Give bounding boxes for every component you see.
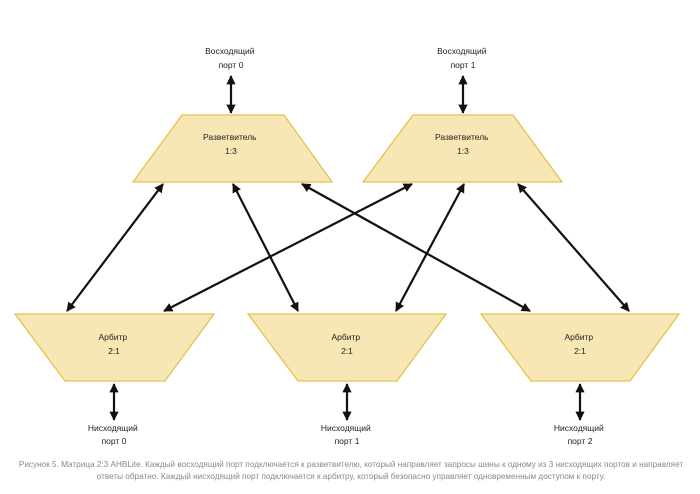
splitter-0: Разветвитель 1:3: [131, 114, 334, 183]
arbiter-2: Арбитр 2:1: [479, 313, 681, 382]
caption-line-1: Рисунок 5. Матрица 2:3 AHBLite. Каждый в…: [18, 460, 684, 469]
link-splitter-0-arbiter-2: [301, 183, 531, 312]
splitter-1-ratio: 1:3: [457, 146, 469, 156]
caption-line-2: ответы обратно. Каждый нисходящий порт п…: [96, 471, 606, 481]
downstream-port-0-label: Нисходящий порт 0: [88, 423, 140, 446]
splitter-0-ratio: 1:3: [225, 146, 237, 156]
arbiter-0: Арбитр 2:1: [13, 313, 216, 382]
svg-text:Арбитр 2:1: Арбитр 2:1: [98, 332, 129, 356]
link-splitter-1-arbiter-0: [163, 183, 413, 312]
splitter-1: Разветвитель 1:3: [361, 114, 564, 183]
svg-text:Разветвитель 1:3: Разветвитель 1:3: [435, 132, 491, 156]
svg-text:Арбитр 2:1: Арбитр 2:1: [564, 332, 595, 356]
downstream-port-2-label: Нисходящий порт 2: [554, 423, 606, 446]
arbiter-0-title: Арбитр: [98, 332, 127, 342]
figure-caption: Рисунок 5. Матрица 2:3 AHBLite. Каждый в…: [6, 459, 696, 482]
downstream-port-1-label: Нисходящий порт 1: [321, 423, 373, 446]
svg-text:Разветвитель 1:3: Разветвитель 1:3: [203, 132, 259, 156]
svg-text:Арбитр 2:1: Арбитр 2:1: [331, 332, 362, 356]
upstream-port-1-label: Восходящий порт 1: [437, 46, 489, 70]
splitter-1-title: Разветвитель: [435, 132, 489, 142]
link-splitter-1-arbiter-1: [395, 183, 465, 312]
splitter-0-title: Разветвитель: [203, 132, 257, 142]
arbiter-1: Арбитр 2:1: [246, 313, 448, 382]
link-splitter-0-arbiter-0: [66, 183, 164, 312]
arbiter-0-ratio: 2:1: [108, 346, 120, 356]
arbiter-1-title: Арбитр: [331, 332, 360, 342]
link-splitter-1-arbiter-2: [517, 183, 630, 312]
arbiter-2-title: Арбитр: [564, 332, 593, 342]
upstream-port-0-label: Восходящий порт 0: [205, 46, 257, 70]
arbiter-2-ratio: 2:1: [574, 346, 586, 356]
arbiter-1-ratio: 2:1: [341, 346, 353, 356]
